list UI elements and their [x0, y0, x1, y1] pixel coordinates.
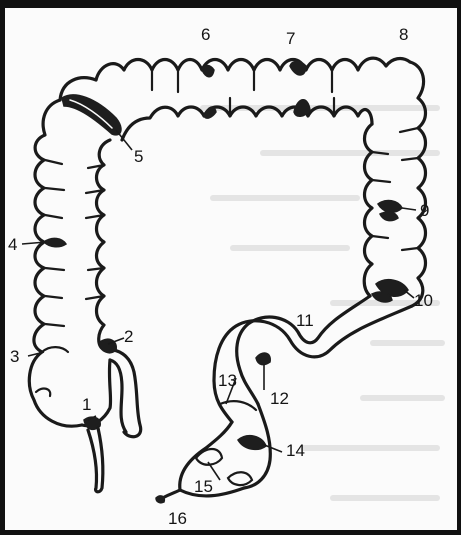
ascending-colon-inner-wall: [97, 140, 111, 350]
fold: [402, 248, 418, 250]
semilunar-fold-7-top: [290, 62, 306, 76]
label-2: 2: [124, 328, 133, 345]
label-13: 13: [218, 372, 237, 389]
fold: [45, 268, 64, 270]
rectal-fold-14: [238, 436, 266, 450]
label-7: 7: [286, 30, 295, 47]
fold: [45, 324, 64, 326]
label-3: 3: [10, 348, 19, 365]
fold: [45, 160, 62, 164]
rectal-fold-15b: [228, 472, 252, 485]
fold: [45, 188, 64, 190]
sigmoid-fold-12: [256, 353, 270, 365]
semilunar-fold-9: [378, 201, 402, 213]
fold: [400, 128, 418, 132]
cecum-wall: [82, 360, 111, 426]
fold: [372, 180, 390, 182]
fold: [45, 215, 62, 218]
ileum-inner: [110, 360, 126, 432]
descending-colon-outer-wall: [410, 62, 426, 306]
fold: [402, 158, 418, 160]
rectal-fold-13: [220, 401, 256, 410]
label-12: 12: [270, 390, 289, 407]
label-8: 8: [399, 26, 408, 43]
anus: [156, 496, 164, 503]
semilunar-fold-6-top: [202, 66, 214, 77]
semilunar-fold-9b: [380, 212, 398, 221]
label-1: 1: [82, 396, 91, 413]
appendix: [88, 428, 103, 492]
leader-10: [404, 290, 414, 298]
haustral-fold-3: [42, 347, 68, 352]
background-bleed-lines: [200, 105, 445, 501]
label-11: 11: [296, 312, 314, 329]
fold: [372, 236, 388, 238]
leader-14: [262, 444, 282, 452]
leader-9: [402, 208, 416, 210]
label-6: 6: [201, 26, 210, 43]
label-14: 14: [286, 442, 305, 459]
label-9: 9: [420, 202, 429, 219]
haustral-fold-4: [44, 238, 66, 246]
cecum-fold: [36, 389, 50, 396]
label-15: 15: [194, 478, 213, 495]
label-5: 5: [134, 148, 143, 165]
descending-colon-inner-wall: [364, 124, 372, 296]
ascending-colon-outer-wall: [29, 100, 82, 426]
fold: [45, 296, 62, 298]
label-16: 16: [168, 510, 187, 527]
label-4: 4: [8, 236, 17, 253]
label-10: 10: [414, 292, 433, 309]
